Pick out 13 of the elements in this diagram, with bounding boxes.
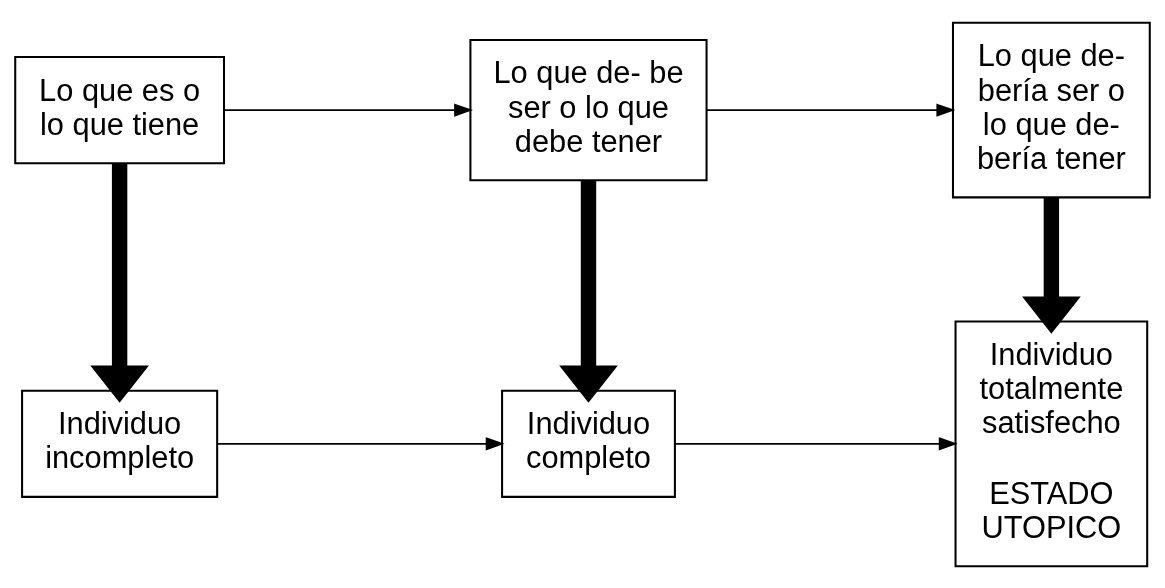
arrow bbox=[674, 436, 958, 450]
arrow bbox=[223, 103, 473, 117]
node-box: Lo que de- bería ser o lo que de- bería tener bbox=[951, 21, 1151, 198]
node-box: Lo que es o lo que tiene bbox=[14, 55, 226, 164]
node-box: Lo que de- be ser o lo que debe tener bbox=[469, 38, 708, 181]
node-box: Individuo totalmente satisfecho ESTADO UTOPICO bbox=[954, 319, 1149, 567]
node-box: Individuo incompleto bbox=[21, 389, 219, 498]
arrow bbox=[559, 180, 618, 403]
arrow bbox=[1022, 197, 1081, 334]
arrow bbox=[90, 162, 149, 403]
node-box: Individuo completo bbox=[501, 389, 676, 498]
arrow bbox=[705, 103, 956, 117]
arrow bbox=[216, 436, 505, 450]
